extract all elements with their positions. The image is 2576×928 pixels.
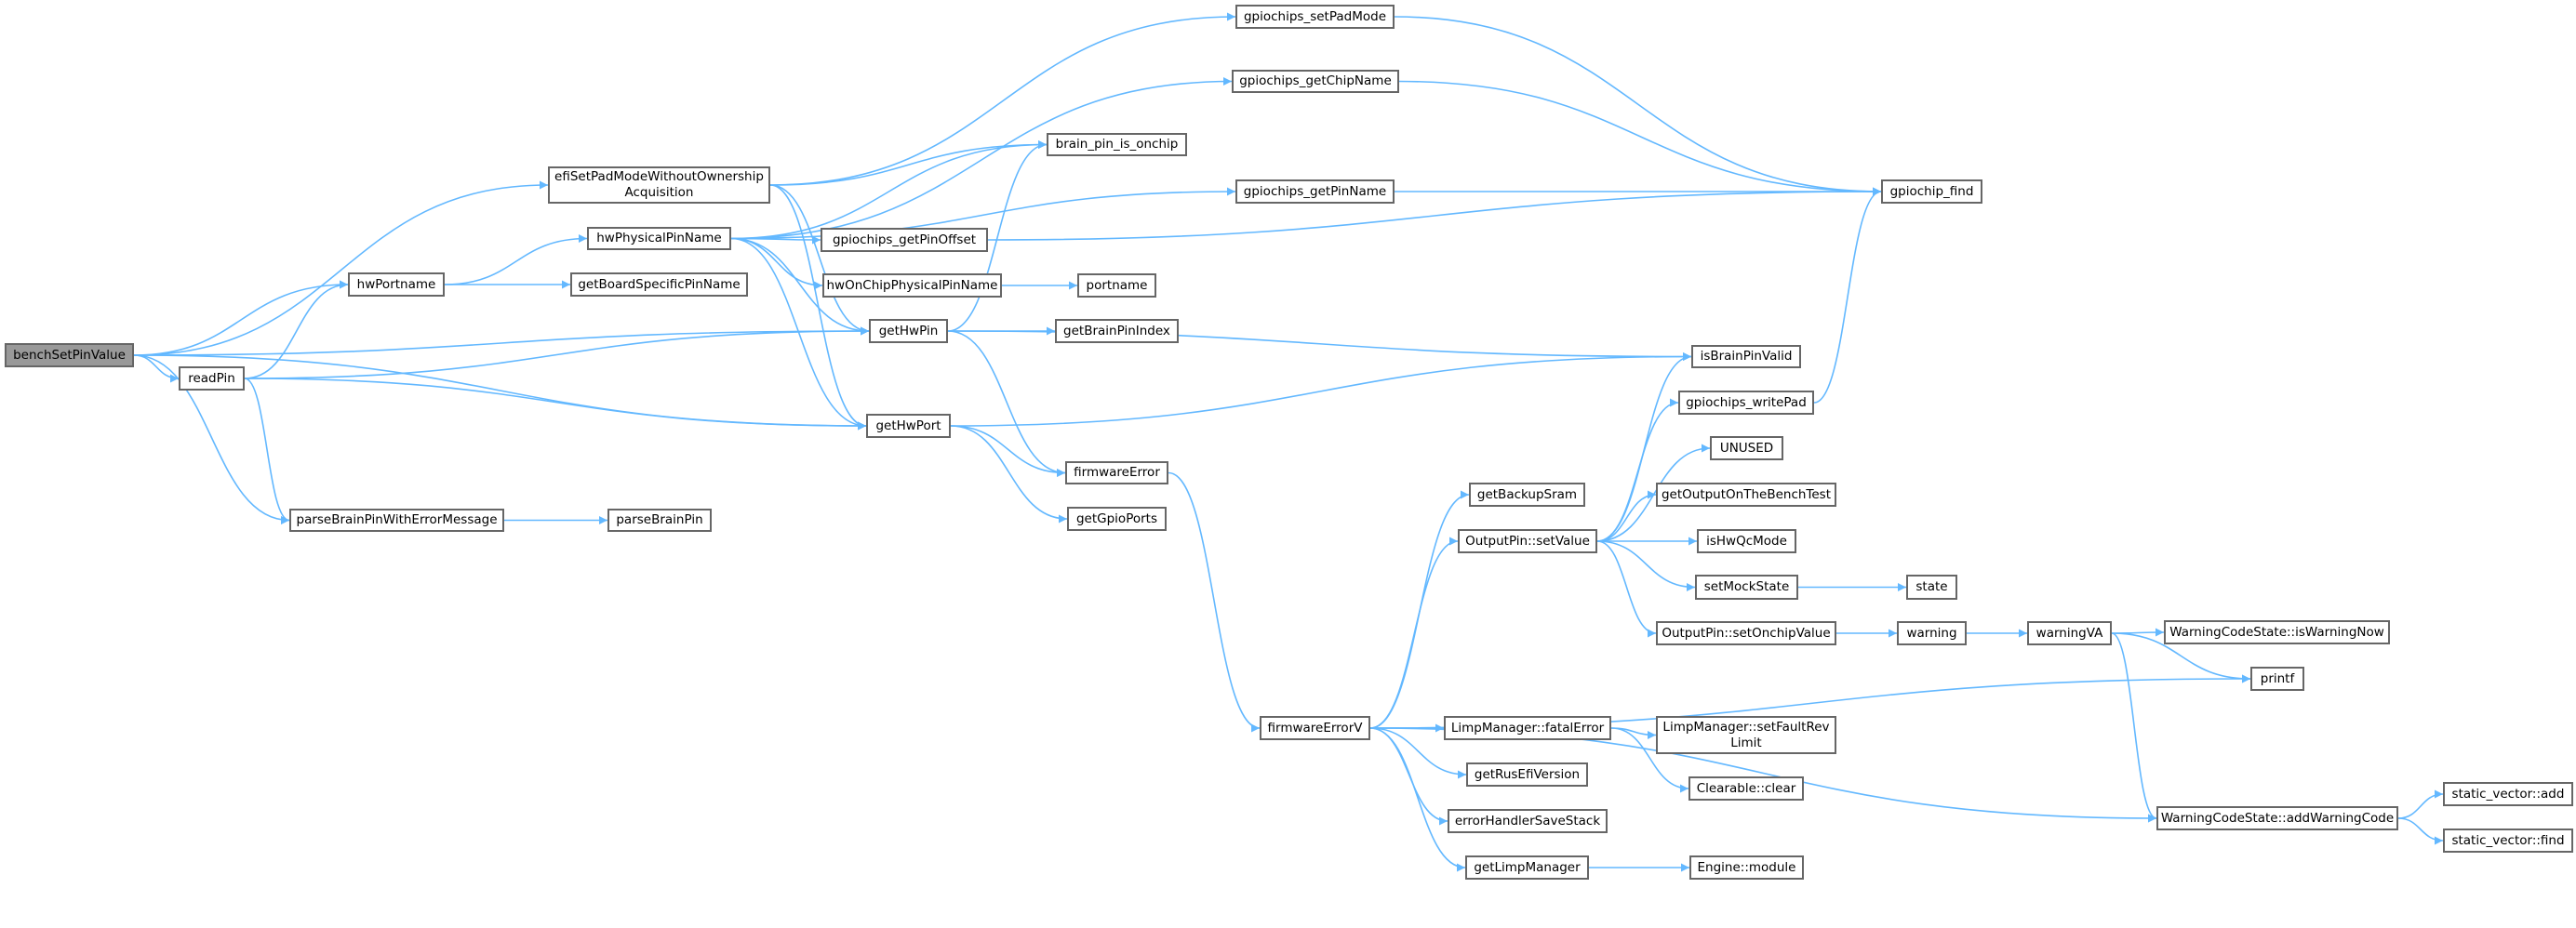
graph-node-hwOnChip[interactable]: hwOnChipPhysicalPinName: [822, 273, 1002, 298]
graph-node-isBrainPinValid[interactable]: isBrainPinValid: [1691, 345, 1801, 368]
graph-node-state[interactable]: state: [1906, 575, 1957, 600]
edge-readPin-to-parseBrainPinWithErrorMessage: [244, 378, 290, 524]
edge-getChipName-to-gpiochipFind: [1398, 80, 1882, 196]
edge-getHwPort-to-getGpioPorts: [950, 425, 1068, 524]
edge-getHwPin-to-brainPinIsOnchip: [947, 140, 1048, 332]
edge-bench-to-hwPortname: [133, 280, 349, 356]
edge-hwPhysicalPinName-to-getHwPin: [730, 237, 870, 336]
edge-firmwareError-to-firmwareErrorV: [1168, 471, 1261, 733]
edge-firmwareErrorV-to-getRusEfiVersion: [1369, 727, 1467, 779]
edge-addWarningCode-to-svFind: [2397, 817, 2444, 845]
graph-node-getPinName[interactable]: gpiochips_getPinName: [1235, 179, 1395, 204]
graph-node-isWarningNow[interactable]: WarningCodeState::isWarningNow: [2164, 620, 2390, 644]
graph-node-addWarningCode[interactable]: WarningCodeState::addWarningCode: [2156, 806, 2398, 830]
edge-readPin-to-getHwPin: [244, 326, 870, 379]
graph-node-svFind[interactable]: static_vector::find: [2443, 829, 2573, 853]
graph-node-portname[interactable]: portname: [1077, 273, 1156, 298]
graph-node-getHwPin[interactable]: getHwPin: [869, 319, 948, 343]
graph-node-engineModule[interactable]: Engine::module: [1689, 855, 1804, 880]
graph-node-printf[interactable]: printf: [2250, 667, 2304, 691]
edge-efiSetPad-to-brainPinIsOnchip: [769, 140, 1048, 186]
graph-node-firmwareError[interactable]: firmwareError: [1065, 461, 1168, 484]
edge-efiSetPad-to-getHwPort: [769, 184, 867, 431]
graph-node-firmwareErrorV[interactable]: firmwareErrorV: [1260, 716, 1370, 740]
edge-getPinOffset-to-gpiochipFind: [987, 187, 1882, 241]
edge-addWarningCode-to-svAdd: [2397, 789, 2444, 819]
edge-firmwareErrorV-to-getLimpManager: [1369, 727, 1466, 872]
edge-readPin-to-hwPortname: [244, 280, 349, 379]
edge-getHwPin-to-firmwareError: [947, 330, 1066, 477]
edge-hwPhysicalPinName-to-getHwPort: [730, 237, 867, 431]
graph-node-bench: benchSetPinValue: [5, 343, 134, 367]
edge-fatalError-to-clearableClear: [1610, 727, 1689, 793]
graph-node-setPadMode[interactable]: gpiochips_setPadMode: [1235, 5, 1395, 29]
graph-node-gpiochipFind[interactable]: gpiochip_find: [1881, 179, 1982, 204]
edge-warningVA-to-addWarningCode: [2111, 632, 2157, 823]
edge-hwPhysicalPinName-to-brainPinIsOnchip: [730, 140, 1048, 240]
edge-setValue-to-benchTest: [1596, 490, 1657, 542]
edge-readPin-to-getHwPort: [244, 378, 867, 431]
graph-node-getGpioPorts[interactable]: getGpioPorts: [1067, 507, 1167, 531]
graph-node-isHwQcMode[interactable]: isHwQcMode: [1697, 529, 1796, 553]
graph-node-writePad[interactable]: gpiochips_writePad: [1678, 391, 1814, 415]
graph-node-getLimpManager[interactable]: getLimpManager: [1465, 855, 1589, 880]
edge-getHwPort-to-isBrainPinValid: [950, 352, 1692, 427]
graph-node-setValue[interactable]: OutputPin::setValue: [1458, 529, 1597, 553]
edge-setPadMode-to-gpiochipFind: [1394, 16, 1882, 196]
edge-setValue-to-setMockState: [1596, 540, 1696, 591]
edge-hwPhysicalPinName-to-getPinOffset: [730, 235, 821, 245]
graph-node-parseBrainPinWithErrorMessage[interactable]: parseBrainPinWithErrorMessage: [289, 509, 504, 532]
graph-node-getBrainPinIndex[interactable]: getBrainPinIndex: [1055, 319, 1179, 343]
edge-setValue-to-setOnchipValue: [1596, 540, 1657, 638]
graph-node-setMockState[interactable]: setMockState: [1695, 575, 1798, 600]
graph-node-getChipName[interactable]: gpiochips_getChipName: [1232, 70, 1399, 93]
graph-node-readPin[interactable]: readPin: [179, 366, 245, 391]
edge-efiSetPad-to-setPadMode: [769, 12, 1236, 186]
graph-node-errorHandlerSaveStack[interactable]: errorHandlerSaveStack: [1448, 809, 1608, 833]
graph-node-setOnchipValue[interactable]: OutputPin::setOnchipValue: [1656, 621, 1836, 645]
edge-bench-to-efiSetPad: [133, 180, 549, 356]
graph-node-brainPinIsOnchip[interactable]: brain_pin_is_onchip: [1047, 133, 1187, 156]
edge-efiSetPad-to-getHwPin: [769, 184, 870, 336]
edge-getHwPort-to-firmwareError: [950, 425, 1066, 477]
graph-node-svAdd[interactable]: static_vector::add: [2443, 782, 2573, 806]
graph-node-setFaultRevLimit[interactable]: LimpManager::setFaultRev Limit: [1656, 716, 1836, 754]
edge-bench-to-parseBrainPinWithErrorMessage: [133, 354, 290, 524]
graph-node-fatalError[interactable]: LimpManager::fatalError: [1444, 716, 1611, 740]
graph-node-unused[interactable]: UNUSED: [1710, 436, 1783, 460]
graph-node-getBoardSpecificPinName[interactable]: getBoardSpecificPinName: [570, 272, 748, 297]
edge-warningVA-to-printf: [2111, 632, 2251, 683]
graph-node-efiSetPad[interactable]: efiSetPadModeWithoutOwnership Acquisitio…: [548, 166, 770, 204]
graph-node-hwPhysicalPinName[interactable]: hwPhysicalPinName: [587, 227, 731, 250]
graph-node-warningVA[interactable]: warningVA: [2027, 621, 2112, 645]
graph-node-getHwPort[interactable]: getHwPort: [866, 414, 951, 438]
edge-bench-to-getHwPin: [133, 326, 870, 356]
graph-node-clearableClear[interactable]: Clearable::clear: [1688, 776, 1804, 801]
graph-node-getRusEfiVersion[interactable]: getRusEfiVersion: [1466, 762, 1588, 787]
edge-writePad-to-gpiochipFind: [1813, 187, 1882, 404]
graph-node-parseBrainPin[interactable]: parseBrainPin: [607, 509, 712, 532]
graph-node-hwPortname[interactable]: hwPortname: [348, 272, 445, 297]
edge-bench-to-readPin: [133, 354, 180, 383]
graph-node-getPinOffset[interactable]: gpiochips_getPinOffset: [821, 228, 988, 252]
edge-setValue-to-writePad: [1596, 398, 1679, 542]
graph-node-getBackupSram[interactable]: getBackupSram: [1469, 483, 1585, 507]
edge-firmwareErrorV-to-setValue: [1369, 537, 1459, 729]
graph-node-benchTest[interactable]: getOutputOnTheBenchTest: [1656, 483, 1836, 507]
edge-hwPortname-to-hwPhysicalPinName: [444, 234, 588, 285]
graph-node-warning[interactable]: warning: [1897, 621, 1967, 645]
